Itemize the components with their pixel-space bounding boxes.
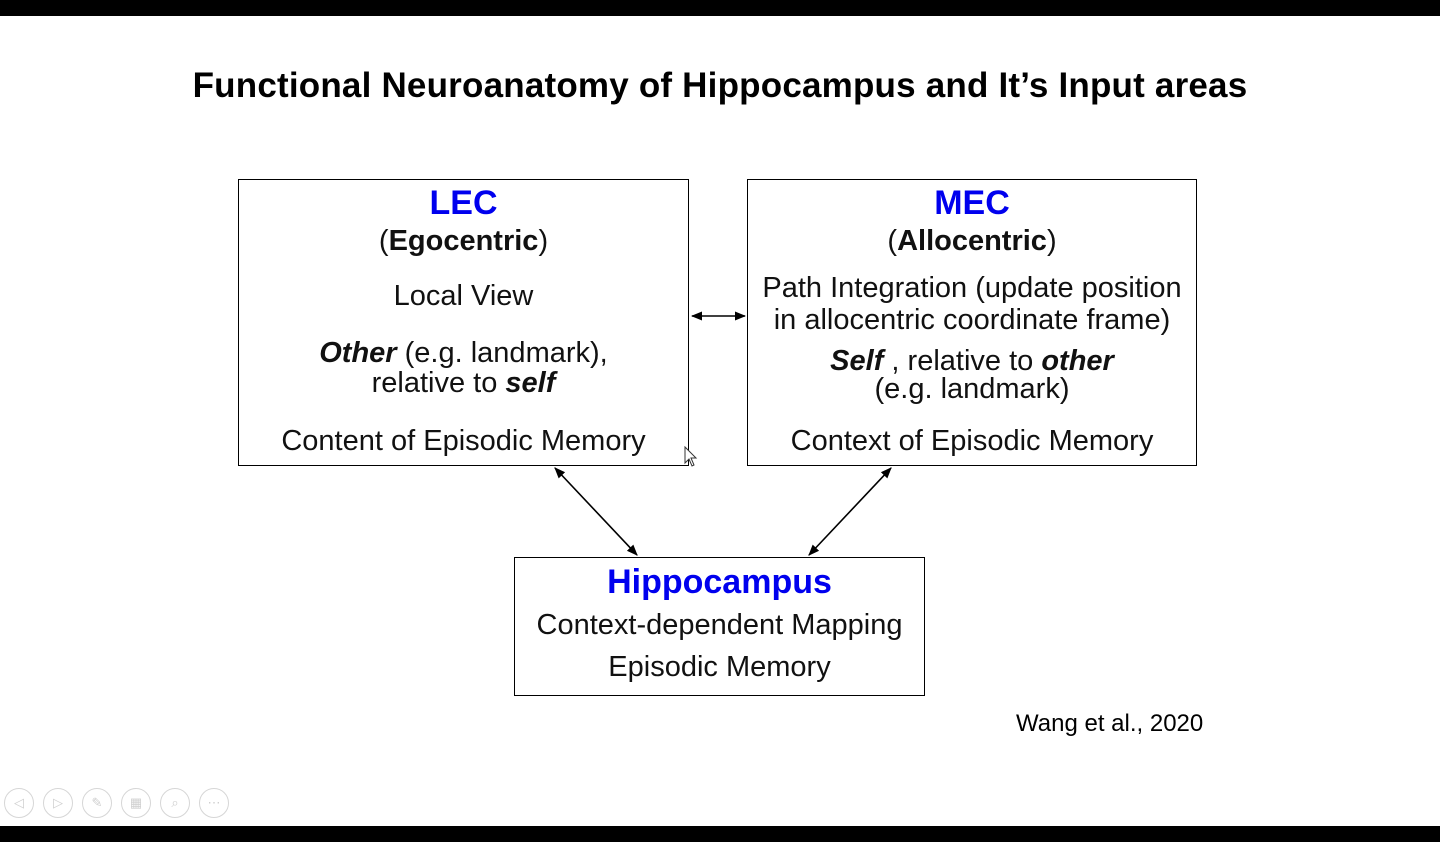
hippocampus-memory-line: Episodic Memory	[608, 651, 831, 683]
slide[interactable]: Functional Neuroanatomy of Hippocampus a…	[0, 16, 1440, 826]
lec-content-line: Content of Episodic Memory	[281, 425, 646, 457]
see-all-slides-icon: ▦	[129, 795, 143, 810]
see-all-slides-button[interactable]: ▦	[121, 788, 151, 818]
mec-box: MEC (Allocentric) Path Integration (upda…	[747, 179, 1197, 466]
pen-button[interactable]: ✎	[82, 788, 112, 818]
mec-frame-line: in allocentric coordinate frame)	[773, 304, 1171, 336]
lec-other-line: Other (e.g. landmark),	[319, 337, 608, 369]
mec-context-line: Context of Episodic Memory	[790, 425, 1154, 457]
zoom-icon: ⌕	[171, 795, 179, 810]
slide-title: Functional Neuroanatomy of Hippocampus a…	[192, 66, 1248, 105]
mec-subtitle: (Allocentric)	[887, 225, 1057, 257]
slideshow-controls: ◁ ▷ ✎ ▦ ⌕ ⋯	[4, 788, 229, 822]
mec-heading: MEC	[934, 184, 1010, 222]
lec-relative-line: relative to self	[371, 367, 556, 399]
next-slide-button[interactable]: ▷	[43, 788, 73, 818]
mec-self-line: Self , relative to other	[830, 345, 1114, 377]
zoom-button[interactable]: ⌕	[160, 788, 190, 818]
letterbox-top	[0, 0, 1440, 16]
mec-landmark-line: (e.g. landmark)	[874, 373, 1070, 405]
lec-box: LEC (Egocentric) Local View Other (e.g. …	[238, 179, 689, 466]
more-options-button[interactable]: ⋯	[199, 788, 229, 818]
lec-heading: LEC	[429, 184, 498, 222]
connection-arrows	[554, 311, 892, 556]
letterbox-bottom	[0, 826, 1440, 842]
citation: Wang et al., 2020	[1016, 710, 1204, 737]
previous-slide-button[interactable]: ◁	[4, 788, 34, 818]
lec-local-view: Local View	[393, 280, 534, 312]
lec-subtitle: (Egocentric)	[378, 225, 549, 257]
hippocampus-heading: Hippocampus	[607, 563, 832, 601]
mouse-cursor-icon	[684, 446, 698, 467]
pen-icon: ✎	[91, 795, 103, 810]
mec-hippocampus-arrow	[808, 467, 892, 556]
hippocampus-box: Hippocampus Context-dependent Mapping Ep…	[514, 557, 925, 696]
lec-hippocampus-arrow	[554, 467, 638, 556]
previous-slide-icon: ◁	[14, 795, 24, 810]
hippocampus-mapping-line: Context-dependent Mapping	[536, 609, 903, 641]
next-slide-icon: ▷	[53, 795, 63, 810]
more-options-icon: ⋯	[207, 795, 221, 810]
mec-path-integration-line: Path Integration (update position	[762, 272, 1182, 304]
